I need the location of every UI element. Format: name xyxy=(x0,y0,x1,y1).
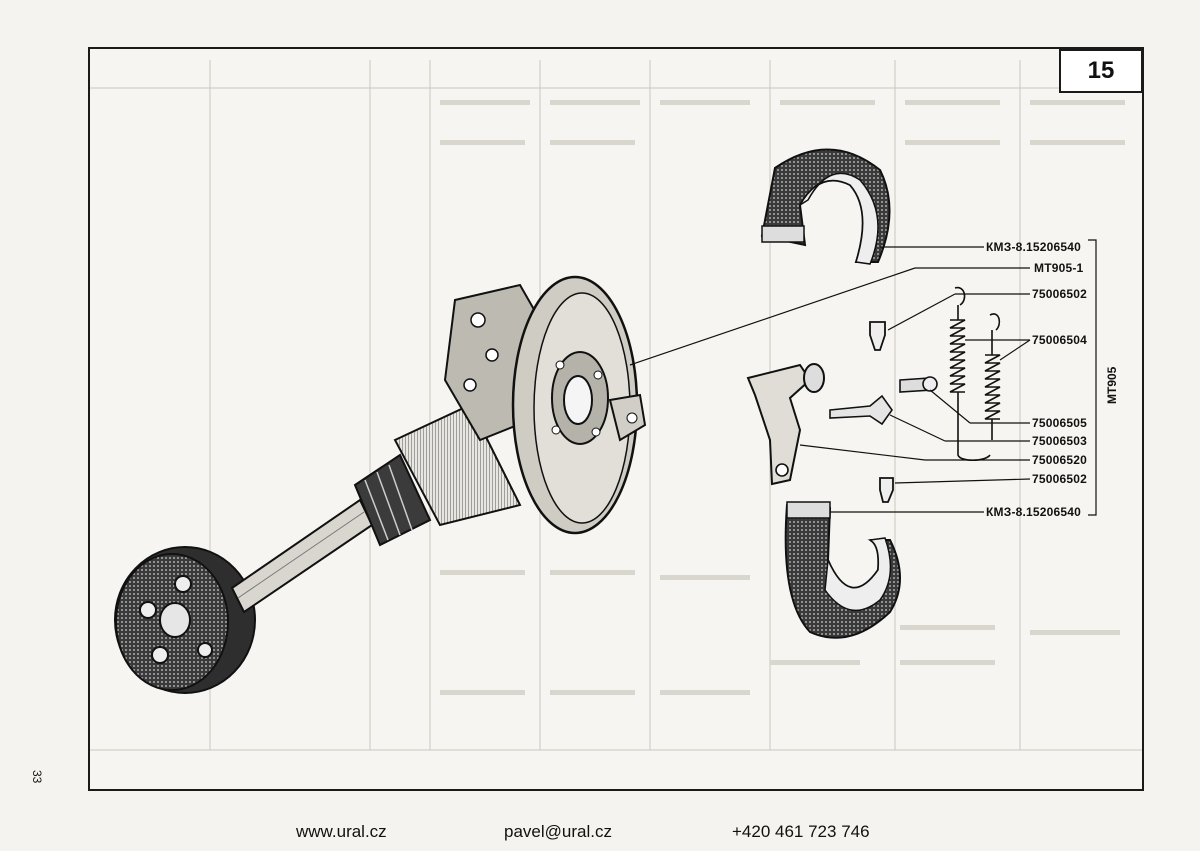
part-label-screw: 75006505 xyxy=(1032,416,1087,430)
brake-shoe-bottom xyxy=(784,501,901,639)
part-label-spring: 75006504 xyxy=(1032,333,1087,347)
rubber-boot xyxy=(353,453,432,547)
footer-website[interactable]: www.ural.cz xyxy=(296,822,387,841)
part-label-shoe-bottom: КМЗ-8.15206540 xyxy=(986,505,1082,519)
page-number-badge: 15 xyxy=(1059,49,1143,93)
assembly-code-label: MT905 xyxy=(1105,366,1119,404)
part-label-lever: 75006520 xyxy=(1032,453,1087,467)
brake-drum xyxy=(114,546,256,694)
brake-shoe-top xyxy=(760,148,891,265)
brake-plate xyxy=(511,275,647,535)
brake-cam-lever xyxy=(746,363,825,486)
small-parts xyxy=(829,321,938,503)
part-label-pin-bottom: 75006502 xyxy=(1032,472,1087,486)
side-page-number: 33 xyxy=(30,770,44,784)
part-label-adjuster: 75006503 xyxy=(1032,434,1087,448)
footer-phone[interactable]: +420 461 723 746 xyxy=(732,822,870,841)
footer-email[interactable]: pavel@ural.cz xyxy=(504,822,612,841)
return-springs xyxy=(949,286,1001,462)
part-label-plate: MT905-1 xyxy=(1034,261,1084,275)
part-label-shoe-top: КМЗ-8.15206540 xyxy=(986,240,1082,254)
drive-shaft xyxy=(230,498,374,614)
leader-lines xyxy=(629,239,1097,516)
part-label-pin-top: 75006502 xyxy=(1032,287,1087,301)
